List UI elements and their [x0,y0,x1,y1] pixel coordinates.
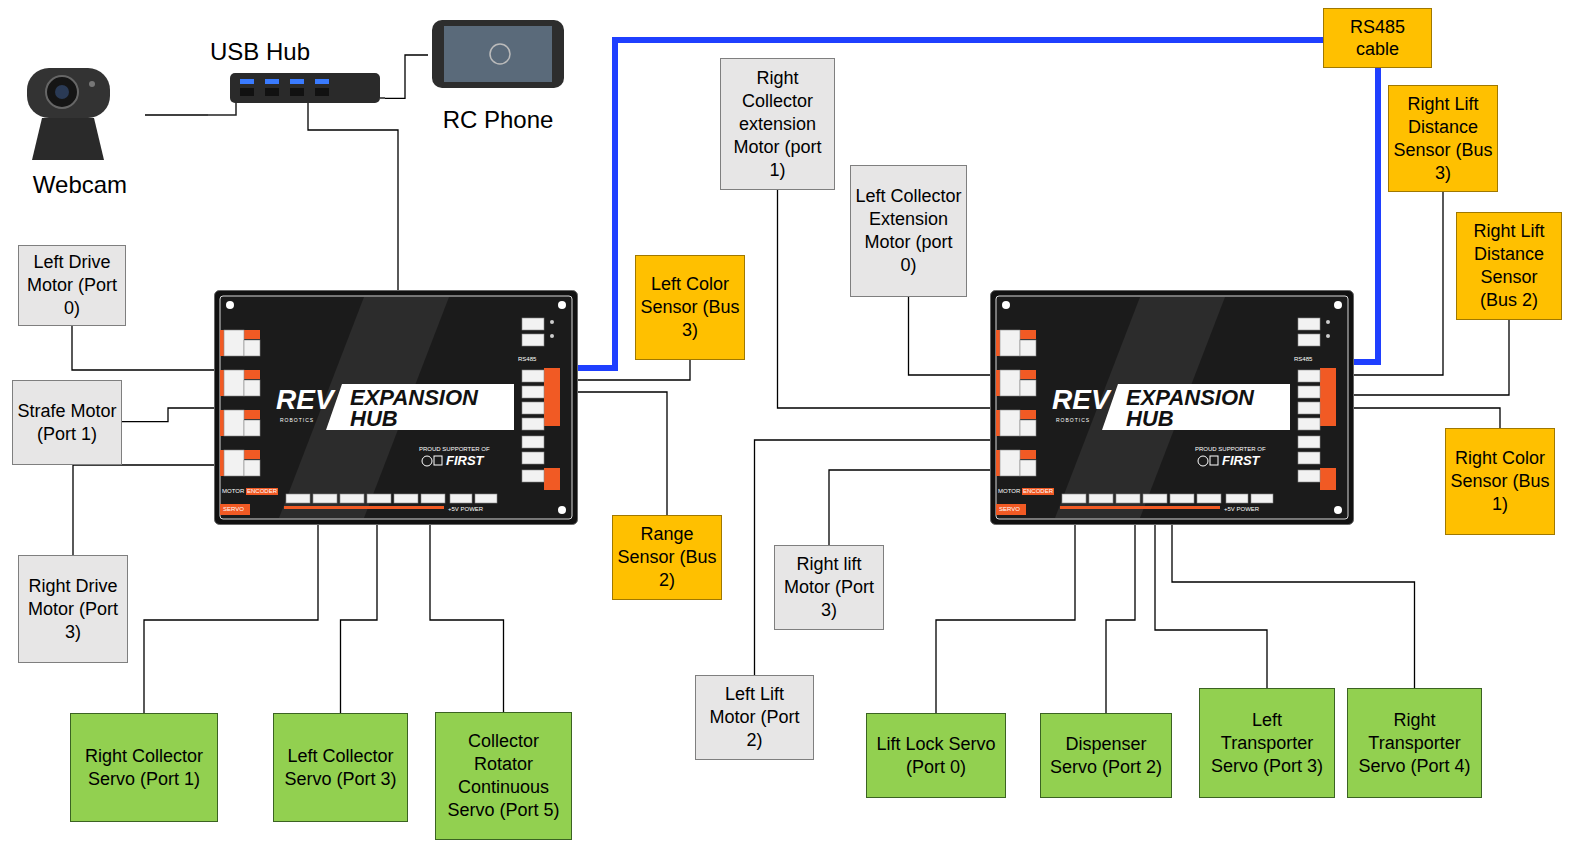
wire [1354,192,1443,375]
wire [308,120,398,290]
wire [341,525,378,713]
sensor-box: Right Color Sensor (Bus 1) [1445,428,1555,535]
box-label: Left Collector Servo (Port 3) [278,745,403,791]
wire [122,408,214,422]
wire [1106,525,1135,713]
expansion-hub-art [991,291,1354,525]
motor-box: Left Drive Motor (Port 0) [18,245,126,326]
wire [145,114,208,115]
box-label: Right Drive Motor (Port 3) [23,575,123,644]
box-label: Collector Rotator Continuous Servo (Port… [440,730,567,822]
box-label: Right Collector Servo (Port 1) [75,745,213,791]
sensor-box: Right Lift Distance Sensor (Bus 3) [1388,85,1498,192]
port-label: ENCODER [1022,488,1054,495]
port-label: MOTOR [998,488,1020,495]
device-node: Webcam [15,60,145,200]
servo-box: Left Collector Servo (Port 3) [273,713,408,822]
sensor-box: Left Color Sensor (Bus 3) [635,255,745,360]
wire [1172,525,1415,688]
box-label: Left Color Sensor (Bus 3) [640,273,740,342]
webcam-icon [27,68,110,160]
port-label: +5V POWER [1224,506,1259,513]
box-label: Right Transporter Servo (Port 4) [1352,709,1477,778]
product-name: EXPANSION HUB [350,387,500,429]
phone-icon [432,20,564,88]
device-label: Webcam [15,170,145,199]
wire [144,525,318,713]
wire [73,465,214,555]
wire [1354,408,1500,428]
box-label: Left Transporter Servo (Port 3) [1204,709,1330,778]
port-label: RS485 [1294,356,1312,363]
usb-hub-icon [208,73,385,120]
box-label: Right Lift Distance Sensor (Bus 3) [1393,93,1493,185]
box-label: Left Drive Motor (Port 0) [23,251,121,320]
motor-box: Right Collector extension Motor (port 1) [720,58,835,190]
logo-text: REV [276,384,334,416]
logo-subtext: ROBOTICS [280,417,314,423]
device-label: USB Hub [210,37,310,66]
logo-text: REV [1052,384,1110,416]
box-label: Lift Lock Servo (Port 0) [871,733,1001,779]
box-label: Left Lift Motor (Port 2) [700,683,809,752]
box-label: Right Color Sensor (Bus 1) [1450,447,1550,516]
wire [829,470,990,545]
expansion-hub: REVROBOTICS EXPANSION HUB PROUD SUPPORTER … [990,290,1354,525]
product-name: EXPANSION HUB [1126,387,1276,429]
port-label: SERVO [222,506,245,513]
sensor-box: Right Lift Distance Sensor (Bus 2) [1456,212,1562,320]
box-label: Left Collector Extension Motor (port 0) [855,185,962,277]
wire [1354,320,1509,395]
motor-box: Right Drive Motor (Port 3) [18,555,128,663]
rs485-cable [578,40,1378,368]
port-label: RS485 [518,356,536,363]
servo-box: Lift Lock Servo (Port 0) [866,713,1006,798]
wire [909,297,991,375]
logo-subtext: ROBOTICS [1056,417,1090,423]
servo-box: Collector Rotator Continuous Servo (Port… [435,712,572,840]
expansion-hub-art [215,291,578,525]
motor-box: Left Collector Extension Motor (port 0) [850,165,967,297]
wire [755,440,991,675]
motor-box: Left Lift Motor (Port 2) [695,675,814,760]
motor-box: Right lift Motor (Port 3) [774,545,884,630]
box-label: Dispenser Servo (Port 2) [1045,733,1167,779]
wire [430,525,504,712]
servo-box: Dispenser Servo (Port 2) [1040,713,1172,798]
box-label: Right Lift Distance Sensor (Bus 2) [1461,220,1557,312]
port-label: SERVO [998,506,1021,513]
sensor-box: Range Sensor (Bus 2) [612,515,722,600]
servo-box: Right Collector Servo (Port 1) [70,713,218,822]
motor-box: Strafe Motor (Port 1) [12,380,122,465]
port-label: ENCODER [246,488,278,495]
servo-box: Right Transporter Servo (Port 4) [1347,688,1482,798]
port-label: +5V POWER [448,506,483,513]
sponsor-text: PROUD SUPPORTER OF [419,446,490,453]
wire [72,326,214,370]
port-label: MOTOR [222,488,244,495]
expansion-hub: REVROBOTICS EXPANSION HUB PROUD SUPPORTER … [214,290,578,525]
box-label: Right Collector extension Motor (port 1) [725,67,830,182]
wire [936,525,1075,713]
box-label: Right lift Motor (Port 3) [779,553,879,622]
device-label: RC Phone [428,105,568,134]
cable-label: RS485 cable [1323,8,1432,68]
wire [385,55,428,98]
sponsor-logo-text: FIRST [1222,453,1260,468]
box-label: Strafe Motor (Port 1) [17,400,117,446]
box-label: Range Sensor (Bus 2) [617,523,717,592]
servo-box: Left Transporter Servo (Port 3) [1199,688,1335,798]
sponsor-logo-text: FIRST [446,453,484,468]
wire [578,392,667,515]
sponsor-text: PROUD SUPPORTER OF [1195,446,1266,453]
device-node: RC Phone [428,15,568,135]
device-node: USB Hub [208,35,385,120]
